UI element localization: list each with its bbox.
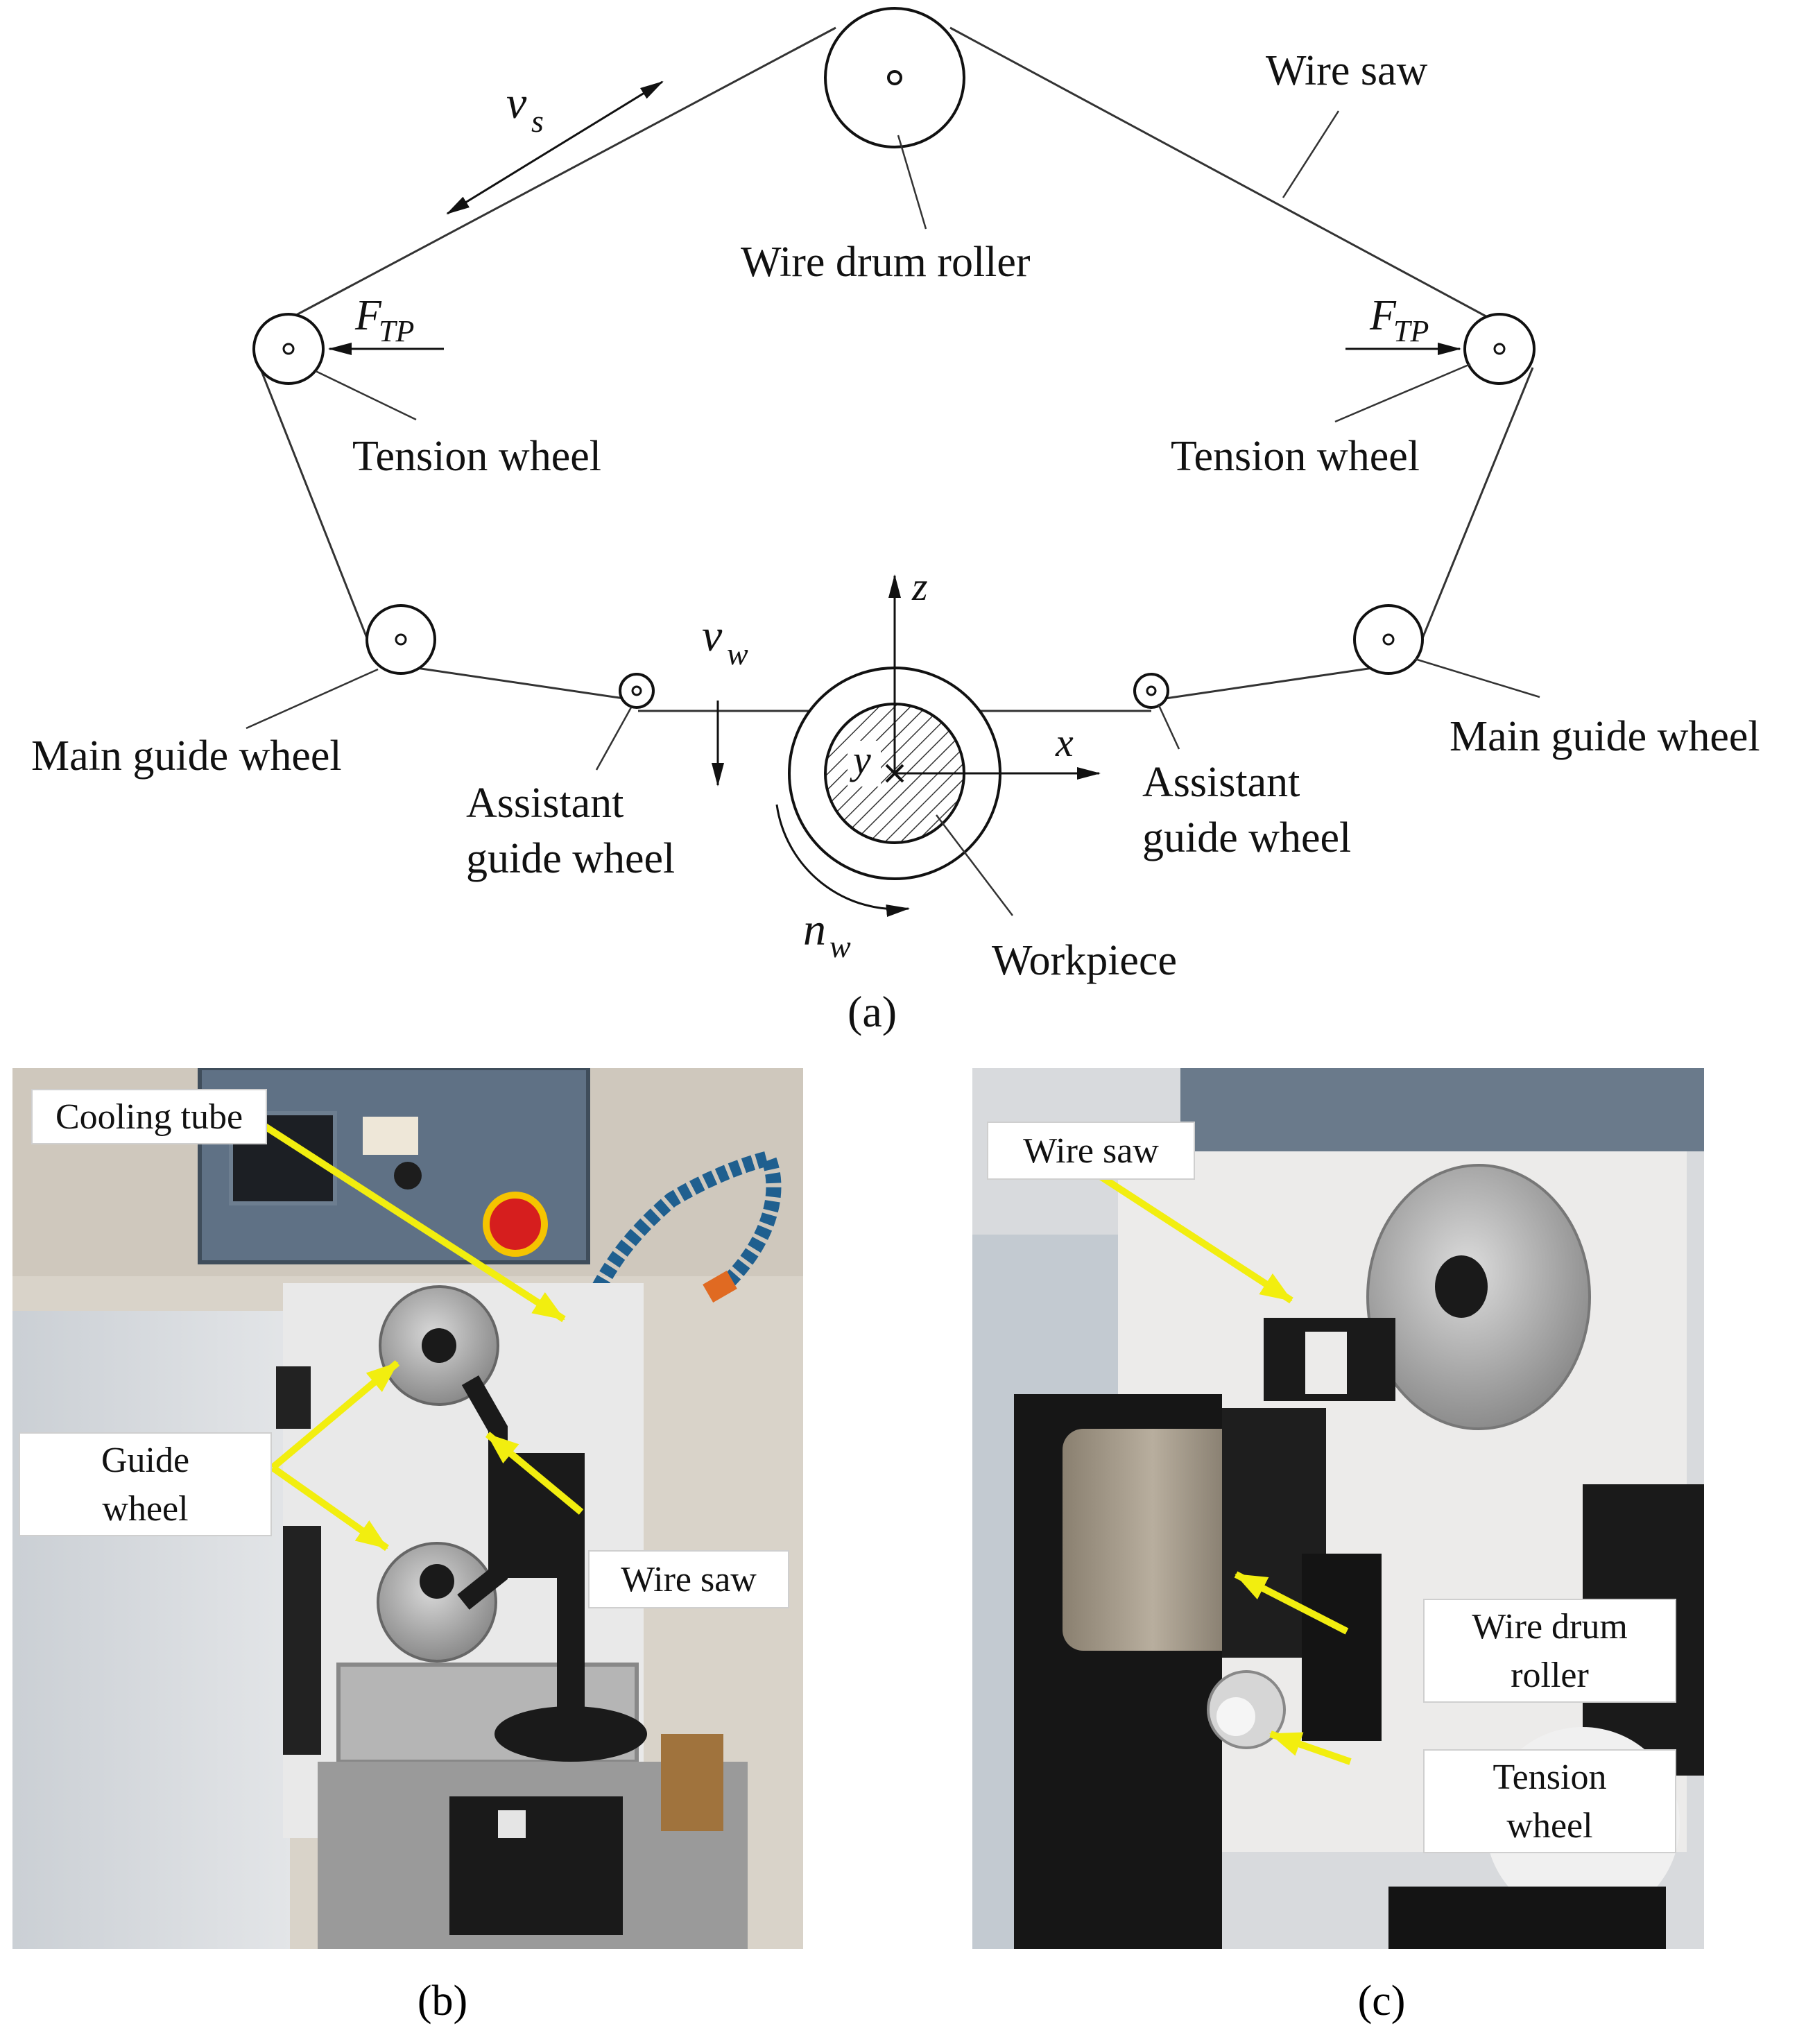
svg-text:s: s — [531, 103, 544, 139]
caption-c: (c) — [1357, 1977, 1406, 2025]
label-assistant-left-1: Assistant — [466, 780, 624, 827]
tension-wheel-right — [1463, 313, 1536, 385]
symbol-vw: v w — [702, 610, 748, 671]
label-tension-line2: wheel — [1506, 1806, 1593, 1846]
wire-drum-roller-photo — [1063, 1429, 1243, 1651]
coordinate-axes — [888, 574, 1101, 780]
label-workpiece: Workpiece — [992, 937, 1177, 984]
wire-saw-schematic: Wire saw Wire drum roller Tension wheel … — [31, 7, 1760, 1036]
vs-arrow — [446, 80, 664, 215]
tension-wheel-left — [252, 313, 325, 385]
label-tension-line1: Tension — [1493, 1758, 1607, 1797]
yellow-arrows-c — [1081, 1162, 1352, 1765]
symbol-ftp-right: F TP — [1369, 292, 1429, 348]
label-tension-wheel-left: Tension wheel — [352, 433, 601, 480]
label-wire-drum-roller: Wire drum roller — [741, 239, 1031, 286]
label-wire-drum-line1: Wire drum — [1472, 1607, 1628, 1647]
label-cooling-tube: Cooling tube — [31, 1089, 267, 1144]
axis-z-label: z — [911, 564, 928, 609]
guide-wheel-upper — [379, 1285, 499, 1406]
label-tension-wheel-right: Tension wheel — [1171, 433, 1420, 480]
label-wire-drum-line2: roller — [1511, 1656, 1589, 1695]
wire-drum-roller — [824, 7, 965, 148]
caption-b: (b) — [417, 1977, 468, 2025]
svg-text:F: F — [354, 292, 382, 339]
label-guide-wheel: Guide wheel — [19, 1432, 272, 1536]
guide-wheel-lower — [377, 1542, 497, 1663]
label-tension-wheel-c: Tension wheel — [1423, 1749, 1676, 1853]
svg-text:w: w — [829, 929, 851, 964]
photo-c — [972, 1068, 1704, 1949]
label-wire-saw-c: Wire saw — [987, 1122, 1195, 1180]
emergency-stop-button[interactable] — [483, 1192, 548, 1257]
label-wire-drum-roller-c: Wire drum roller — [1423, 1599, 1676, 1703]
axis-x-label: x — [1055, 720, 1074, 765]
symbol-ftp-left: F TP — [354, 292, 414, 348]
svg-text:TP: TP — [379, 314, 414, 348]
main-guide-wheel-left — [366, 604, 436, 675]
label-assistant-right-1: Assistant — [1142, 759, 1300, 806]
svg-text:n: n — [803, 904, 826, 955]
assistant-guide-wheel-right — [1133, 673, 1169, 709]
nw-rotation-arrow — [775, 804, 910, 917]
svg-text:v: v — [702, 610, 723, 661]
label-guide-wheel-line1: Guide — [101, 1441, 190, 1480]
cooling-tube — [574, 1149, 782, 1328]
label-main-guide-right: Main guide wheel — [1450, 713, 1760, 760]
tension-wheel-photo — [1207, 1670, 1286, 1749]
yellow-arrows — [239, 1108, 584, 1552]
axis-y-label: y — [850, 737, 871, 782]
label-main-guide-left: Main guide wheel — [31, 732, 342, 780]
assistant-guide-wheel-left — [619, 673, 655, 709]
caption-a: (a) — [848, 987, 897, 1036]
main-guide-wheel-right — [1353, 604, 1424, 675]
wire-drum-wheel — [1366, 1164, 1591, 1430]
svg-text:w: w — [727, 636, 748, 671]
label-wire-saw-top: Wire saw — [1266, 47, 1428, 94]
symbol-vs: v s — [506, 78, 544, 139]
label-assistant-left-2: guide wheel — [466, 835, 675, 882]
leader-lines — [246, 110, 1540, 916]
symbol-nw: n w — [803, 904, 851, 964]
label-assistant-right-2: guide wheel — [1142, 814, 1351, 861]
label-wire-saw-b: Wire saw — [588, 1550, 789, 1608]
svg-text:v: v — [506, 78, 527, 128]
svg-text:TP: TP — [1393, 314, 1429, 348]
svg-text:F: F — [1369, 292, 1397, 339]
label-guide-wheel-line2: wheel — [102, 1489, 189, 1529]
